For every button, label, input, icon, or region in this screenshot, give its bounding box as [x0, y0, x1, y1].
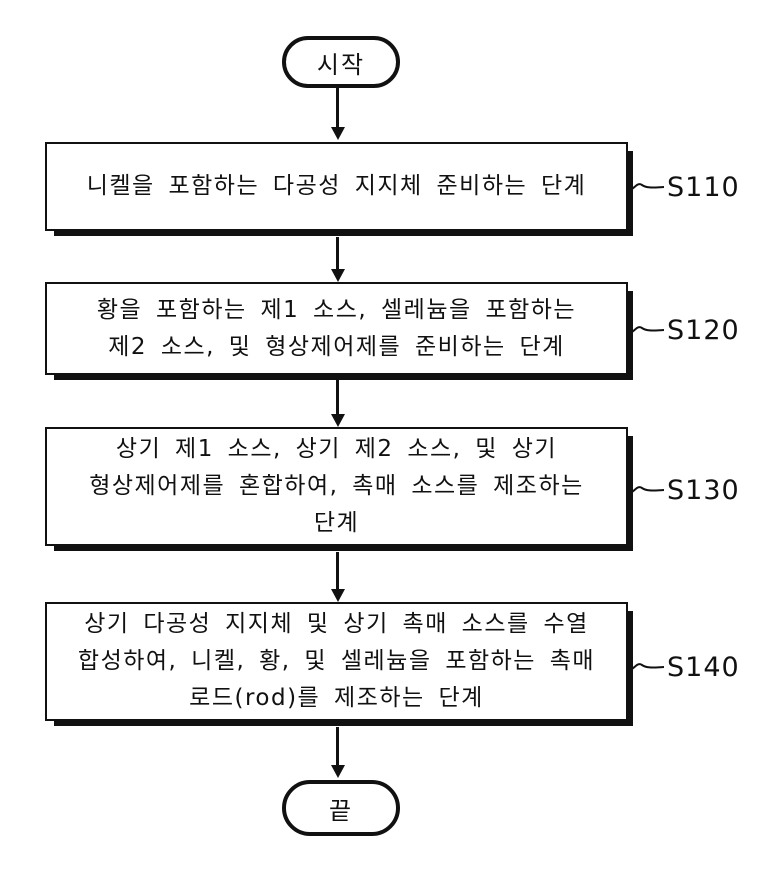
arrow-head-icon	[330, 589, 345, 602]
arrow-head-icon	[330, 269, 345, 282]
step-box-s130: 상기 제1 소스, 상기 제2 소스, 및 상기 형상제어제를 혼합하여, 촉매…	[45, 427, 628, 546]
arrow-head-icon	[330, 765, 345, 778]
arrow-shaft	[336, 88, 339, 127]
step-ref-s140: S140	[628, 651, 740, 683]
step-text-line: 합성하여, 니켈, 황, 및 셀레늄을 포함하는 촉매	[77, 648, 596, 674]
flow-arrow-2	[330, 237, 345, 282]
flow-arrow-1	[330, 88, 345, 140]
step-box-s140: 상기 다공성 지지체 및 상기 촉매 소스를 수열 합성하여, 니켈, 황, 및…	[45, 602, 628, 721]
flow-arrow-4	[330, 552, 345, 602]
step-ref-label: S140	[667, 651, 740, 683]
tilde-connector-icon	[628, 663, 664, 671]
flow-arrow-5	[330, 727, 345, 778]
arrow-head-icon	[330, 414, 345, 427]
step-ref-s120: S120	[628, 314, 740, 346]
step-text-line: 단계	[313, 510, 360, 536]
start-terminal-label: 시작	[316, 50, 366, 79]
end-terminal: 끝	[282, 780, 400, 836]
step-ref-label: S120	[667, 314, 740, 346]
step-text-line: 상기 다공성 지지체 및 상기 촉매 소스를 수열	[84, 611, 589, 637]
start-terminal: 시작	[282, 36, 400, 88]
arrow-shaft	[336, 727, 339, 765]
step-box-s120: 황을 포함하는 제1 소스, 셀레늄을 포함하는 제2 소스, 및 형상제어제를…	[45, 282, 628, 375]
step-ref-label: S130	[667, 474, 740, 506]
arrow-head-icon	[330, 127, 345, 140]
flow-arrow-3	[330, 380, 345, 427]
tilde-connector-icon	[628, 183, 664, 191]
step-text-line: 황을 포함하는 제1 소스, 셀레늄을 포함하는	[96, 296, 577, 323]
arrow-shaft	[336, 380, 339, 414]
step-ref-s130: S130	[628, 474, 740, 506]
step-text-line: 형상제어제를 혼합하여, 촉매 소스를 제조하는	[89, 473, 584, 499]
arrow-shaft	[336, 237, 339, 269]
end-terminal-label: 끝	[328, 796, 354, 825]
arrow-shaft	[336, 552, 339, 589]
step-ref-label: S110	[667, 171, 740, 203]
step-text-line: 제2 소스, 및 형상제어제를 준비하는 단계	[108, 333, 565, 360]
step-ref-s110: S110	[628, 171, 740, 203]
step-text-line: 니켈을 포함하는 다공성 지지체 준비하는 단계	[86, 173, 587, 199]
tilde-connector-icon	[628, 326, 664, 334]
step-text-line: 상기 제1 소스, 상기 제2 소스, 및 상기	[115, 436, 558, 462]
step-box-s110: 니켈을 포함하는 다공성 지지체 준비하는 단계	[45, 142, 628, 231]
tilde-connector-icon	[628, 486, 664, 494]
step-text-line: 로드(rod)를 제조하는 단계	[189, 685, 484, 711]
